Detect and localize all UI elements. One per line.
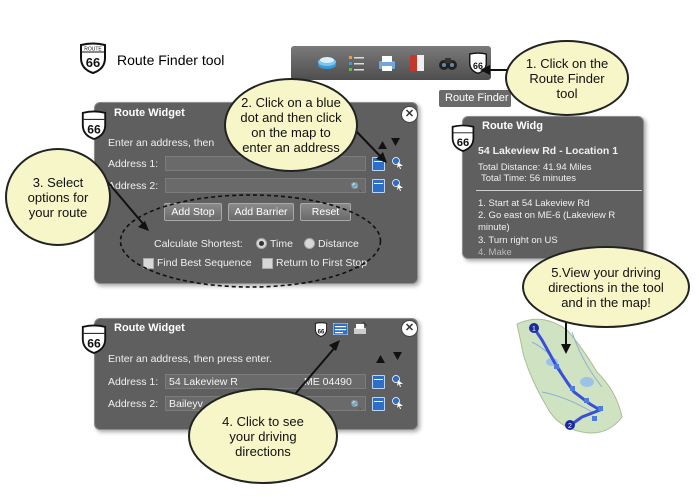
callout-step-4: 4. Click to see your driving directions <box>188 388 338 484</box>
total-distance: Total Distance: 41.94 Miles <box>478 162 592 173</box>
divider <box>476 190 642 191</box>
address2-label: Address 2: <box>108 398 159 410</box>
map-marker-2[interactable]: 2 <box>568 423 572 430</box>
binoculars-icon[interactable] <box>437 52 459 74</box>
directions-location: 54 Lakeview Rd - Location 1 <box>478 145 619 157</box>
layers-icon[interactable] <box>316 52 338 74</box>
address1-value: 54 Lakeview R <box>169 376 238 388</box>
callout-step-2: 2. Click on a blue dot and then click on… <box>224 78 358 172</box>
directions-panel <box>462 116 644 259</box>
widget-prompt: Enter an address, then press enter. <box>108 353 273 365</box>
find-best-sequence-checkbox[interactable] <box>143 258 154 269</box>
route66-widget-icon: 66 <box>451 124 475 152</box>
svg-text:66: 66 <box>87 122 101 136</box>
blue-dot-picker-icon[interactable] <box>392 179 404 191</box>
arrow-down-icon[interactable] <box>393 352 402 361</box>
bookmark-icon[interactable] <box>406 52 428 74</box>
widget-title: Route Widget <box>114 107 185 119</box>
widget-prompt: Enter an address, then <box>108 137 215 149</box>
distance-option-label: Distance <box>318 238 359 250</box>
delete-address1-icon[interactable] <box>372 157 385 171</box>
widget-title: Route Widget <box>114 322 185 334</box>
address2-value: Baileyv <box>169 398 203 410</box>
delete-address1-icon[interactable] <box>372 375 385 389</box>
time-option-label: Time <box>270 238 293 250</box>
arrow-up-icon[interactable] <box>376 354 385 363</box>
callout-step-5: 5.View your driving directions in the to… <box>522 246 690 328</box>
direction-step: 4. Make <box>478 247 512 258</box>
route66-widget-icon: 66 <box>81 324 107 354</box>
route66-widget-icon: 66 <box>81 110 107 140</box>
direction-step: 3. Turn right on US <box>478 235 558 246</box>
search-icon: 🔍 <box>350 400 362 410</box>
direction-step: minute) <box>478 222 510 233</box>
delete-address2-icon[interactable] <box>372 179 385 193</box>
return-to-first-stop-checkbox[interactable] <box>262 258 273 269</box>
address1-value-tail: ME 04490 <box>304 376 352 388</box>
directions-title: Route Widg <box>482 120 543 132</box>
address1-label: Address 1: <box>108 376 159 388</box>
svg-text:66: 66 <box>87 336 101 350</box>
blue-dot-picker-icon[interactable] <box>392 397 404 409</box>
distance-radio[interactable] <box>304 238 315 249</box>
calculate-shortest-label: Calculate Shortest: <box>154 238 243 250</box>
svg-text:ROUTE: ROUTE <box>84 47 102 53</box>
direction-step: 2. Go east on ME-6 (Lakeview R <box>478 210 616 221</box>
route-map[interactable]: 1 2 <box>512 312 632 442</box>
arrow-up-icon[interactable] <box>378 140 387 149</box>
return-to-first-stop-label: Return to First Stop <box>276 257 368 269</box>
total-time: Total Time: 56 minutes <box>481 173 577 184</box>
route-finder-tooltip <box>439 90 511 107</box>
tooltip-label: Route Finder <box>445 92 509 104</box>
find-best-sequence-label: Find Best Sequence <box>157 257 252 269</box>
address1-label: Address 1: <box>108 158 159 170</box>
svg-text:66: 66 <box>318 330 325 336</box>
svg-text:66: 66 <box>473 61 483 71</box>
delete-address2-icon[interactable] <box>372 397 385 411</box>
options-highlight <box>119 194 382 288</box>
search-icon: 🔍 <box>350 182 362 192</box>
print-directions-icon[interactable] <box>353 322 367 336</box>
direction-step: 1. Start at 54 Lakeview Rd <box>478 198 590 209</box>
address1-input[interactable]: 54 Lakeview R ME 04490 <box>165 374 366 389</box>
svg-text:66: 66 <box>457 137 470 149</box>
callout-step-3: 3. Select options for your route <box>5 148 111 246</box>
close-button[interactable]: ✕ <box>401 320 418 337</box>
time-radio[interactable] <box>256 238 267 249</box>
directions-list-icon[interactable] <box>333 323 348 335</box>
route66-tool-icon[interactable]: 66 <box>467 52 489 74</box>
close-button[interactable]: ✕ <box>401 106 418 123</box>
add-barrier-button[interactable]: Add Barrier <box>228 203 294 221</box>
svg-text:66: 66 <box>86 55 100 70</box>
address2-input[interactable]: 🔍 <box>165 178 366 193</box>
arrow-down-icon[interactable] <box>391 138 400 147</box>
blue-dot-picker-icon[interactable] <box>392 157 404 169</box>
legend-icon[interactable] <box>346 52 368 74</box>
callout-step-1: 1. Click on the Route Finder tool <box>505 40 629 116</box>
address2-label: Address 2: <box>108 180 159 192</box>
page-title: Route Finder tool <box>117 52 225 68</box>
route66-logo-icon: ROUTE 66 <box>80 42 106 74</box>
blue-dot-picker-icon[interactable] <box>392 375 404 387</box>
map-marker-1[interactable]: 1 <box>532 326 536 333</box>
add-stop-button[interactable]: Add Stop <box>164 203 222 221</box>
print-icon[interactable] <box>376 52 398 74</box>
route66-tab-icon[interactable]: 66 <box>314 322 328 337</box>
